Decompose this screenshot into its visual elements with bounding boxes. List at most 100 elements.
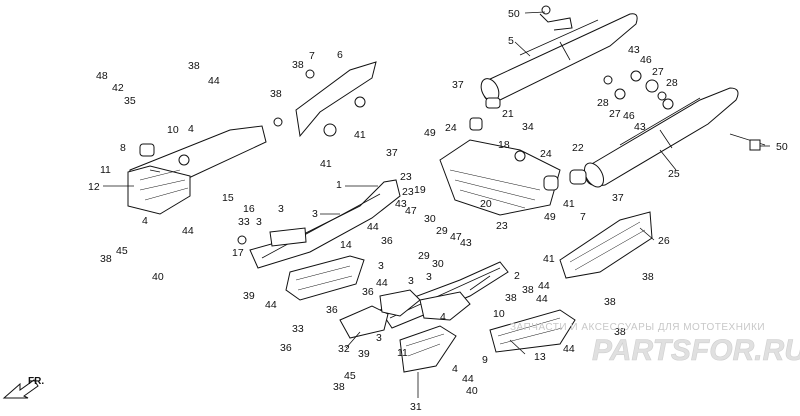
callout-38: 38 [505,292,517,304]
callout-20: 20 [480,198,492,210]
callout-13: 13 [534,351,546,363]
callout-23: 23 [402,186,414,198]
callout-33: 33 [238,216,250,228]
callout-7: 7 [580,211,586,223]
callout-3: 3 [426,271,432,283]
callout-3: 3 [378,260,384,272]
lower-shields [339,211,653,373]
callout-46: 46 [623,110,635,122]
center-chamber [439,117,561,216]
callout-21: 21 [502,108,514,120]
callout-44: 44 [367,221,379,233]
callout-3: 3 [312,208,318,220]
callout-44: 44 [538,280,550,292]
callout-35: 35 [124,95,136,107]
callout-44: 44 [462,373,474,385]
callout-34: 34 [522,121,534,133]
callout-25: 25 [668,168,680,180]
callout-47: 47 [405,205,417,217]
callout-38: 38 [614,326,626,338]
heat-shield-14 [285,255,365,301]
callout-43: 43 [460,237,472,249]
callout-28: 28 [666,77,678,89]
callout-10: 10 [493,308,505,320]
callout-41: 41 [563,198,575,210]
callout-3: 3 [408,275,414,287]
callout-44: 44 [536,293,548,305]
front-label: FR. [28,376,44,387]
callout-33: 33 [292,323,304,335]
callout-44: 44 [182,225,194,237]
callout-29: 29 [436,225,448,237]
callout-3: 3 [278,203,284,215]
callout-30: 30 [424,213,436,225]
callout-3: 3 [256,216,262,228]
callout-26: 26 [658,235,670,247]
right-hardware [541,5,766,151]
callout-47: 47 [450,231,462,243]
leader-lines [103,11,770,398]
callout-1: 1 [336,179,342,191]
callout-4: 4 [440,311,446,323]
callout-14: 14 [340,239,352,251]
callout-45: 45 [116,245,128,257]
watermark-logo: PARTSFOR.RU [592,334,800,367]
callout-44: 44 [265,299,277,311]
callout-38: 38 [270,88,282,100]
callout-49: 49 [424,127,436,139]
callout-41: 41 [543,253,555,265]
callout-19: 19 [414,184,426,196]
callout-24: 24 [540,148,552,160]
callout-27: 27 [652,66,664,78]
callout-38: 38 [188,60,200,72]
upper-right-muffler [480,13,638,109]
callout-37: 37 [612,192,624,204]
callout-44: 44 [563,343,575,355]
callout-38: 38 [642,271,654,283]
callout-22: 22 [572,142,584,154]
callout-36: 36 [326,304,338,316]
callout-10: 10 [167,124,179,136]
callout-3: 3 [376,332,382,344]
callout-50: 50 [776,141,788,153]
callout-50: 50 [508,8,520,20]
watermark: ЗАПЧАСТИ И АКСЕССУАРЫ ДЛЯ МОТОТЕХНИКИ PA… [510,322,800,367]
callout-30: 30 [432,258,444,270]
callout-32: 32 [338,343,350,355]
callout-4: 4 [188,123,194,135]
callout-5: 5 [508,35,514,47]
callout-36: 36 [362,286,374,298]
callout-39: 39 [243,290,255,302]
callout-11: 11 [100,164,111,176]
callout-44: 44 [208,75,220,87]
callout-44: 44 [376,277,388,289]
callout-36: 36 [381,235,393,247]
callout-38: 38 [333,381,345,393]
callout-38: 38 [292,59,304,71]
callout-36: 36 [280,342,292,354]
callout-43: 43 [634,121,646,133]
callout-38: 38 [604,296,616,308]
callout-16: 16 [243,203,255,215]
callout-11: 11 [397,347,408,359]
callout-45: 45 [344,370,356,382]
callout-40: 40 [152,271,164,283]
callout-12: 12 [88,181,100,193]
callout-46: 46 [640,54,652,66]
callout-labels: 50 5 43 46 27 28 37 28 27 46 43 21 24 49… [88,8,788,413]
callout-4: 4 [142,215,148,227]
callout-15: 15 [222,192,234,204]
callout-9: 9 [482,354,488,366]
callout-8: 8 [120,142,126,154]
lower-right-muffler [569,87,739,188]
callout-38: 38 [522,284,534,296]
callout-43: 43 [395,198,407,210]
callout-42: 42 [112,82,124,94]
callout-37: 37 [452,79,464,91]
callout-23: 23 [400,171,412,183]
callout-38: 38 [100,253,112,265]
front-direction-arrow: FR. [2,376,44,399]
callout-41: 41 [354,129,366,141]
